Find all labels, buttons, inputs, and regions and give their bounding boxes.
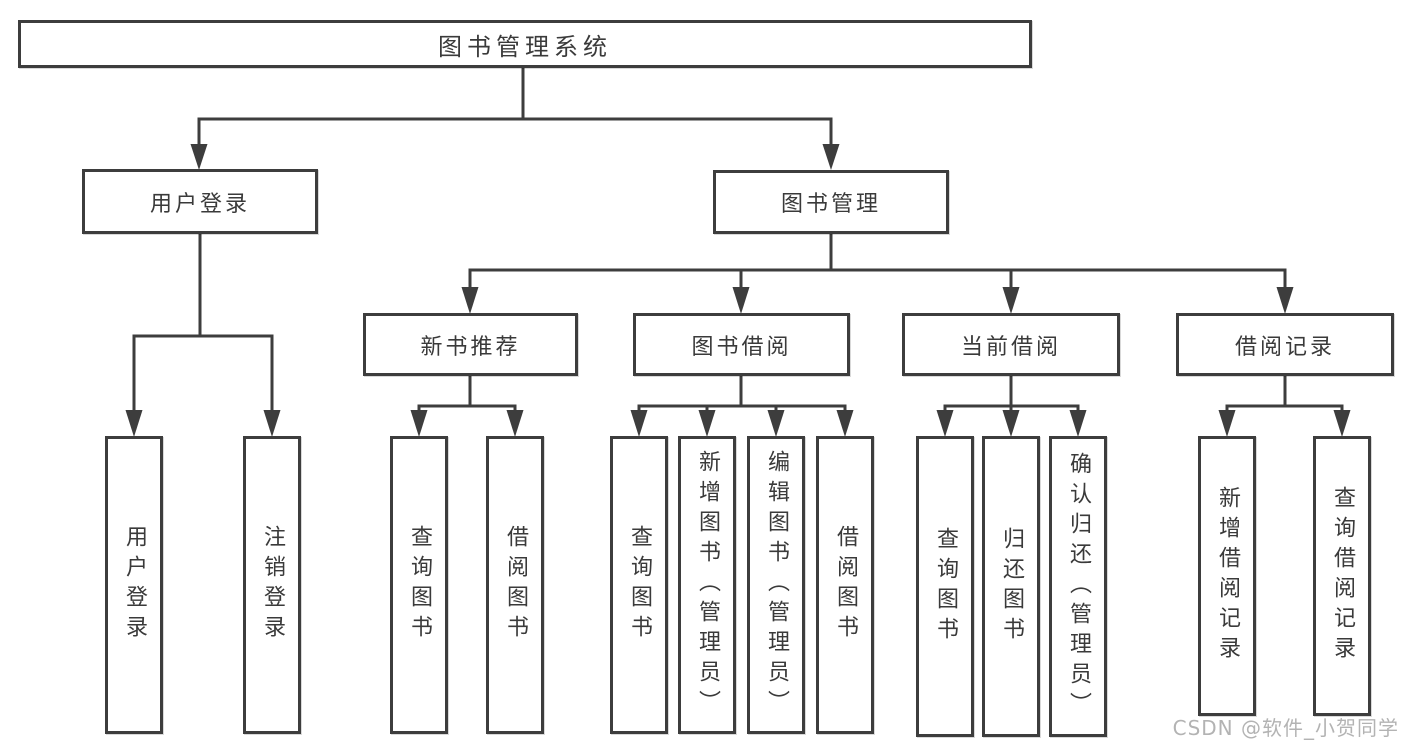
leaf-return-book-label: 归还图书 [999,526,1024,647]
node-current-borrow-label: 当前借阅 [960,334,1061,360]
arrowhead [461,287,479,314]
node-borrow-records-label: 借阅记录 [1234,334,1335,360]
leaf-borrow-book-label: 借阅图书 [833,525,858,645]
leaf-query-borrow-record: 查询借阅记录 [1313,436,1371,716]
leaf-user-login: 用户登录 [105,436,163,734]
leaf-query-book-recommend-label: 查询图书 [407,525,432,645]
arrowhead [698,410,716,437]
arrowhead [1069,410,1087,437]
arrowhead [1218,410,1236,437]
arrowhead [767,410,785,437]
arrowhead [630,410,648,437]
arrowhead [506,410,524,437]
arrowhead [1276,287,1294,314]
leaf-return-book: 归还图书 [982,436,1040,737]
leaf-add-borrow-record: 新增借阅记录 [1198,436,1256,716]
node-user-login-label: 用户登录 [149,191,250,217]
node-current-borrow: 当前借阅 [902,313,1120,376]
arrowhead [732,287,750,314]
leaf-add-borrow-record-label: 新增借阅记录 [1215,486,1240,666]
arrowhead [410,410,428,437]
arrowhead [190,144,208,170]
leaf-confirm-return-admin-label: 确认归还（管理员） [1066,451,1091,722]
watermark-text: CSDN @软件_小贺同学 [1172,716,1399,740]
arrowhead [822,144,840,170]
leaf-query-book-recommend: 查询图书 [390,436,448,734]
leaf-logout: 注销登录 [243,436,301,734]
leaf-add-book-admin-label: 新增图书（管理员） [695,450,720,720]
node-new-book-recommend-label: 新书推荐 [420,334,521,360]
arrowhead [1002,287,1020,314]
leaf-user-login-label: 用户登录 [122,525,147,645]
leaf-query-book-current: 查询图书 [916,436,974,737]
leaf-add-book-admin: 新增图书（管理员） [678,436,736,734]
leaf-query-book-borrow-label: 查询图书 [627,525,652,645]
node-root: 图书管理系统 [18,20,1032,68]
arrowhead [936,410,954,437]
node-book-borrow: 图书借阅 [633,313,850,376]
node-user-login: 用户登录 [82,169,318,234]
leaf-edit-book-admin-label: 编辑图书（管理员） [764,450,789,720]
leaf-borrow-book: 借阅图书 [816,436,874,734]
leaf-edit-book-admin: 编辑图书（管理员） [747,436,805,734]
node-book-borrow-label: 图书借阅 [691,334,792,360]
arrowhead [836,410,854,437]
arrowhead [1002,410,1020,437]
leaf-confirm-return-admin: 确认归还（管理员） [1049,436,1107,737]
leaf-query-book-current-label: 查询图书 [933,526,958,647]
arrowhead [1333,410,1351,437]
arrowhead [125,410,143,437]
leaf-query-book-borrow: 查询图书 [610,436,668,734]
arrowhead [263,410,281,437]
node-new-book-recommend: 新书推荐 [363,313,578,376]
leaf-logout-label: 注销登录 [260,525,285,645]
node-borrow-records: 借阅记录 [1176,313,1394,376]
node-book-management: 图书管理 [713,170,949,234]
leaf-borrow-book-recommend-label: 借阅图书 [503,525,528,645]
leaf-query-borrow-record-label: 查询借阅记录 [1330,486,1355,666]
node-book-management-label: 图书管理 [780,192,881,217]
node-root-label: 图书管理系统 [438,32,612,61]
leaf-borrow-book-recommend: 借阅图书 [486,436,544,734]
